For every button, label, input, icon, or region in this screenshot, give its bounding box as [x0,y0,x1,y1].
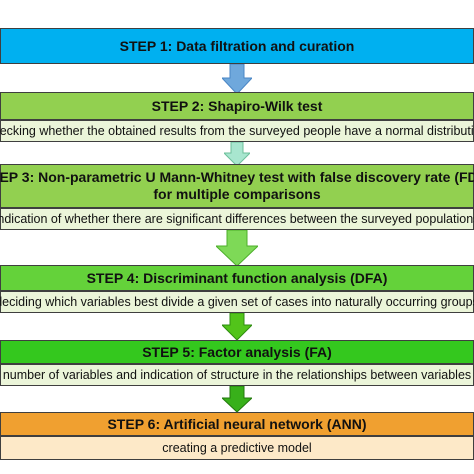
step-3-header: STEP 3: Non-parametric U Mann-Whitney te… [0,164,474,208]
step-5-title: STEP 5: Factor analysis (FA) [142,344,332,360]
step-4-title: STEP 4: Discriminant function analysis (… [86,270,388,286]
step-1-header: STEP 1: Data filtration and curation [0,28,474,64]
step-5-description: number of variables and indication of st… [0,364,474,386]
step-1-title: STEP 1: Data filtration and curation [119,38,355,54]
arrow-down-icon [222,313,252,340]
step-2-title: STEP 2: Shapiro-Wilk test [151,98,323,114]
step-6-description: creating a predictive model [0,436,474,460]
step-2-header: STEP 2: Shapiro-Wilk test [0,92,474,120]
step-5-desc-text: number of variables and indication of st… [2,368,472,382]
step-3-description: indication of whether there are signific… [0,208,474,230]
arrow-down-icon [222,386,252,412]
step-5-header: STEP 5: Factor analysis (FA) [0,340,474,364]
arrow-down-icon [222,64,252,94]
step-3-desc-text: indication of whether there are signific… [0,212,474,226]
step-4-desc-text: deciding which variables best divide a g… [0,295,474,309]
arrow-down-icon [224,142,250,166]
step-6-title: STEP 6: Artificial neural network (ANN) [107,416,367,432]
step-6-header: STEP 6: Artificial neural network (ANN) [0,412,474,436]
step-2-description: checking whether the obtained results fr… [0,120,474,142]
step-6-desc-text: creating a predictive model [162,441,312,455]
step-4-description: deciding which variables best divide a g… [0,291,474,313]
step-3-title-line2: for multiple comparisons [153,186,321,202]
step-3-title-line1: STEP 3: Non-parametric U Mann-Whitney te… [0,169,474,185]
step-4-header: STEP 4: Discriminant function analysis (… [0,265,474,291]
arrow-down-icon [216,230,258,266]
step-2-desc-text: checking whether the obtained results fr… [0,124,474,138]
